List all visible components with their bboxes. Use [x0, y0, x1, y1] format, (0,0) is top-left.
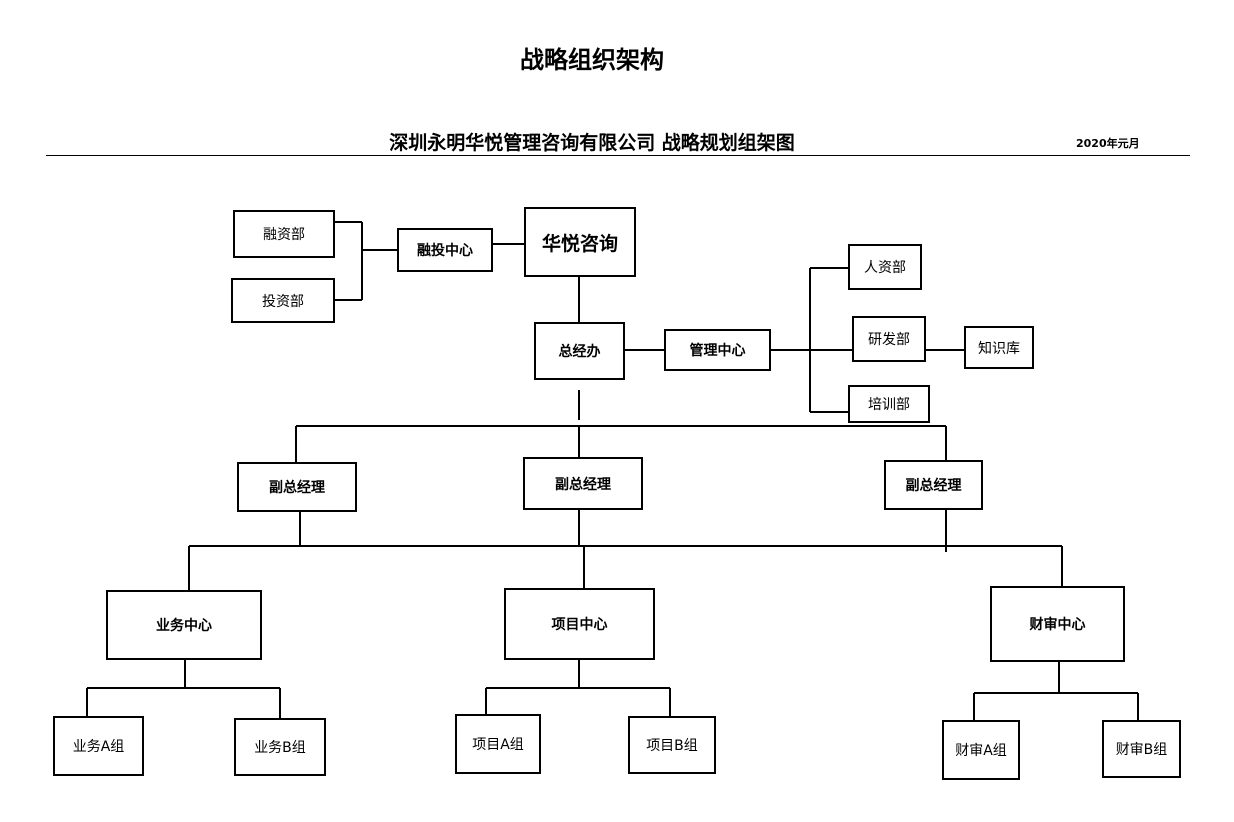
date-label: 2020年元月: [1076, 137, 1140, 150]
node-xiangmu-a[interactable]: 项目A组: [455, 714, 541, 774]
node-xiangmu-center[interactable]: 项目中心: [504, 588, 655, 660]
node-peixun[interactable]: 培训部: [848, 385, 930, 423]
node-guanli-center[interactable]: 管理中心: [664, 329, 771, 371]
node-yewu-center[interactable]: 业务中心: [106, 590, 262, 660]
node-vp-mid[interactable]: 副总经理: [523, 457, 643, 510]
node-huayue[interactable]: 华悦咨询: [524, 207, 636, 277]
chart-subtitle: 深圳永明华悦管理咨询有限公司 战略规划组架图: [389, 132, 795, 154]
node-vp-right[interactable]: 副总经理: [884, 460, 983, 510]
node-rongtou-center[interactable]: 融投中心: [397, 228, 493, 272]
node-yewu-a[interactable]: 业务A组: [53, 716, 144, 776]
node-yanfa[interactable]: 研发部: [852, 316, 926, 362]
node-renzi[interactable]: 人资部: [848, 244, 922, 290]
node-rongzi[interactable]: 融资部: [233, 210, 335, 258]
node-xiangmu-b[interactable]: 项目B组: [628, 716, 716, 774]
node-zongjingban[interactable]: 总经办: [534, 322, 625, 380]
page-title: 战略组织架构: [520, 46, 664, 74]
node-vp-left[interactable]: 副总经理: [237, 462, 357, 512]
node-touzi[interactable]: 投资部: [231, 278, 335, 323]
node-yewu-b[interactable]: 业务B组: [234, 718, 326, 776]
node-zhishiku[interactable]: 知识库: [964, 326, 1034, 369]
node-caishen-a[interactable]: 财审A组: [942, 720, 1020, 780]
node-caishen-center[interactable]: 财审中心: [990, 586, 1125, 662]
node-caishen-b[interactable]: 财审B组: [1102, 720, 1181, 778]
header-divider: [46, 155, 1190, 156]
